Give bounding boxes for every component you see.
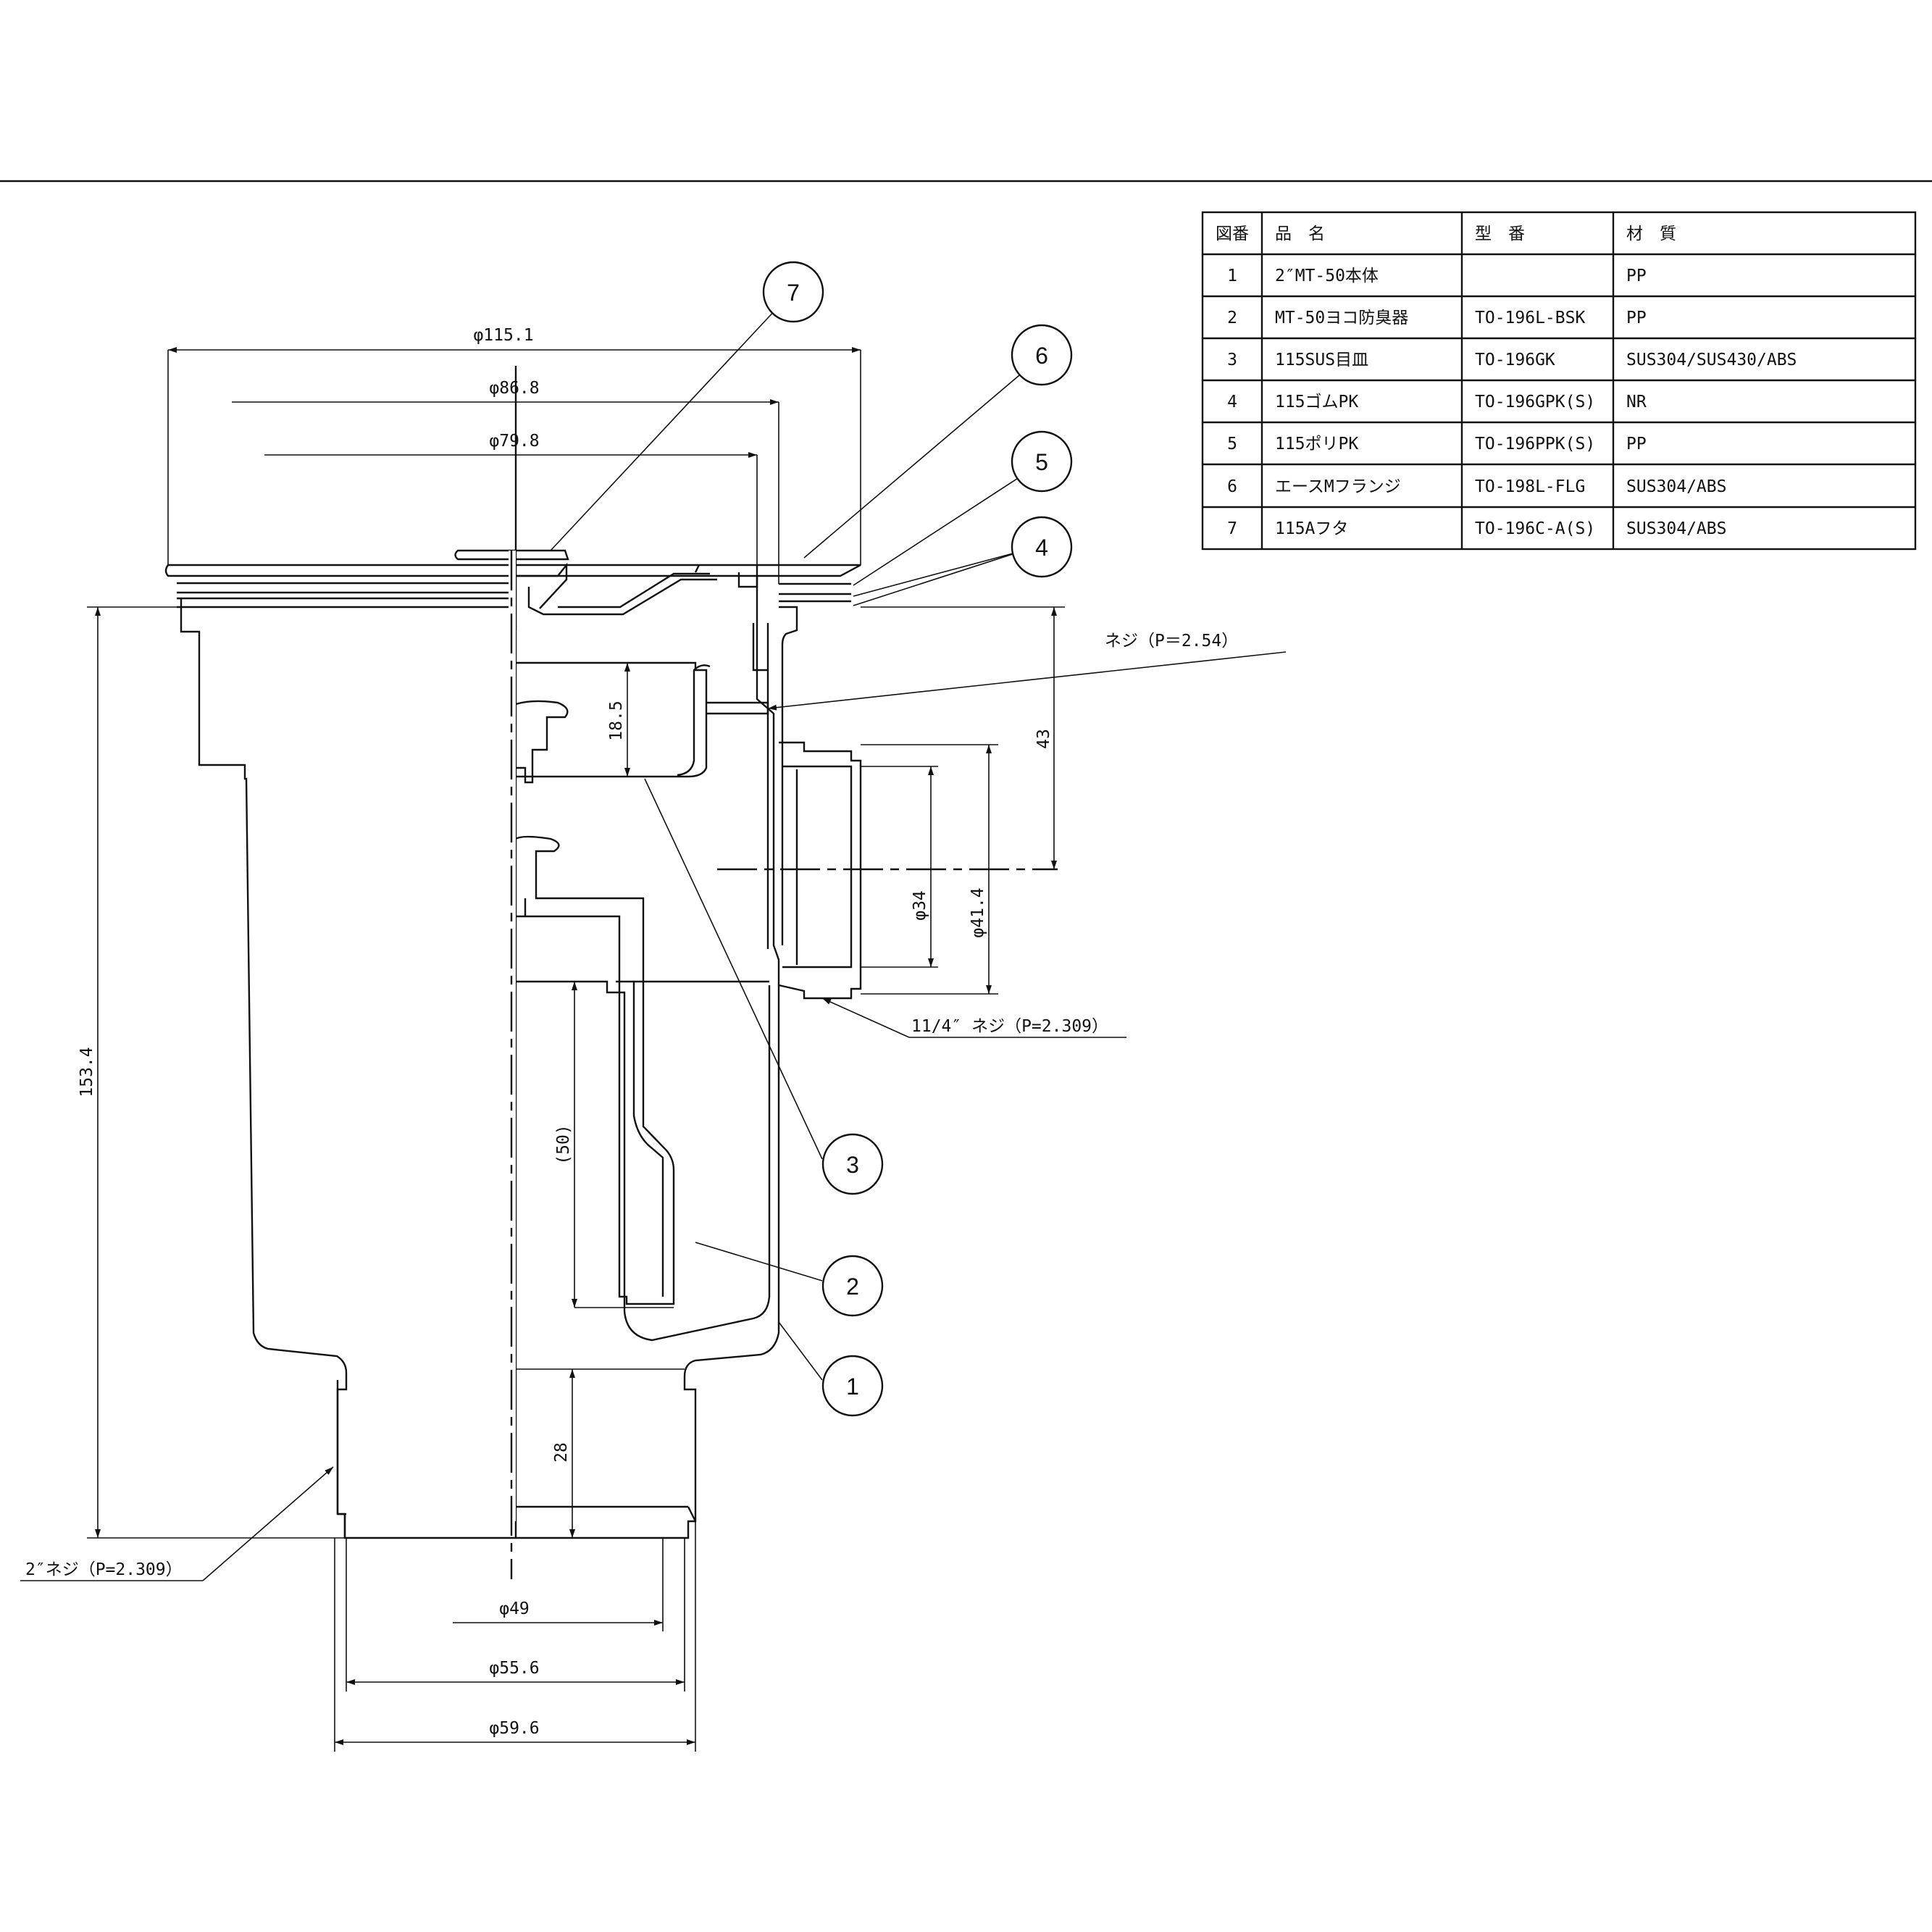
dim-d41: φ41.4 <box>969 887 987 937</box>
bottom-spigot <box>336 1380 697 1538</box>
balloon-label: 6 <box>1035 343 1048 369</box>
dim-h28: 28 <box>552 1442 571 1463</box>
balloon-4: 4 <box>1011 516 1073 578</box>
lid-hook <box>516 562 568 609</box>
drain-trap-section <box>164 366 1058 1579</box>
table-cell-no: 2 <box>1227 309 1237 327</box>
table-cell-model: TO-196L-BSK <box>1475 309 1585 327</box>
note-thread-bottom: 2″ネジ（P=2.309） <box>25 1560 183 1579</box>
table-row: 6 エースMフランジ TO-198L-FLG SUS304/ABS <box>1227 477 1726 496</box>
table-cell-model: TO-196GPK(S) <box>1475 393 1595 411</box>
dim-d55: φ55.6 <box>489 1659 539 1678</box>
trap-seal <box>515 700 569 784</box>
dim-d86: φ86.8 <box>489 379 539 398</box>
table-cell-material: PP <box>1626 309 1647 327</box>
balloon-3: 3 <box>821 1133 884 1195</box>
dim-d49: φ49 <box>499 1599 530 1618</box>
lid-inner <box>514 564 758 630</box>
dim-h18: 18.5 <box>607 701 626 740</box>
table-cell-no: 7 <box>1227 519 1237 538</box>
body-outline-left <box>180 366 517 1539</box>
dim-h43: 43 <box>1034 729 1053 749</box>
balloon-5: 5 <box>1011 430 1073 493</box>
table-cell-no: 4 <box>1227 393 1237 411</box>
table-header-model: 型 番 <box>1475 225 1525 243</box>
table-cell-material: SUS304/ABS <box>1626 519 1726 538</box>
balloon-label: 3 <box>846 1152 859 1178</box>
dim-h50: (50) <box>554 1124 573 1164</box>
table-cell-material: PP <box>1626 435 1647 453</box>
balloon-label: 5 <box>1035 449 1048 475</box>
table-row: 4 115ゴムPK TO-196GPK(S) NR <box>1227 393 1647 411</box>
body-outline-right <box>516 576 798 1539</box>
table-cell-name: エースMフランジ <box>1275 477 1401 496</box>
parts-table: 図番 品 名 型 番 材 質 1 2″MT-50本体 PP 2 MT-50ヨコ防… <box>1201 211 1917 551</box>
thread-notes: ネジ（P＝2.54） 11/4″ ネジ（P=2.309） 2″ネジ（P=2.30… <box>20 632 1287 1581</box>
table-header-material: 材 質 <box>1626 225 1676 243</box>
balloon-label: 7 <box>787 280 800 306</box>
table-header-no: 図番 <box>1216 225 1249 243</box>
balloon-7: 7 <box>762 261 824 323</box>
table-cell-material: NR <box>1626 393 1647 411</box>
table-cell-no: 1 <box>1227 267 1237 285</box>
balloon-leaders <box>550 307 1024 1381</box>
strainer-detail <box>752 623 769 949</box>
table-cell-material: SUS304/ABS <box>1626 477 1726 496</box>
cover-top <box>164 564 861 577</box>
table-row: 2 MT-50ヨコ防臭器 TO-196L-BSK PP <box>1227 309 1647 327</box>
dim-d79: φ79.8 <box>489 432 539 451</box>
dim-d34: φ34 <box>911 890 929 921</box>
dim-d115: φ115.1 <box>473 326 533 345</box>
table-cell-name: 115SUS目皿 <box>1275 351 1368 369</box>
side-outlet <box>778 741 862 1000</box>
table-cell-name: 115ポリPK <box>1275 435 1358 453</box>
table-cell-name: 2″MT-50本体 <box>1275 267 1379 285</box>
table-cell-model: TO-196PPK(S) <box>1475 435 1595 453</box>
dim-h153: 153.4 <box>78 1047 96 1097</box>
table-cell-model: TO-196GK <box>1475 351 1555 369</box>
table-cell-model: TO-196C-A(S) <box>1475 519 1595 538</box>
table-row: 7 115Aフタ TO-196C-A(S) SUS304/ABS <box>1227 519 1726 538</box>
note-thread-top: ネジ（P＝2.54） <box>1105 632 1238 651</box>
cover-handle <box>454 549 569 561</box>
table-cell-model: TO-198L-FLG <box>1475 477 1585 496</box>
note-thread-side: 11/4″ ネジ（P=2.309） <box>911 1017 1108 1036</box>
balloon-2: 2 <box>821 1255 884 1317</box>
balloon-1: 1 <box>821 1355 884 1417</box>
table-cell-no: 5 <box>1227 435 1237 453</box>
balloon-label: 2 <box>846 1274 859 1300</box>
flange-rings <box>177 582 851 609</box>
table-cell-name: MT-50ヨコ防臭器 <box>1275 309 1408 327</box>
dimensions: φ115.1 φ86.8 φ79.8 153.4 18.5 43 φ34 φ41… <box>78 326 1065 1752</box>
trap-inner <box>515 835 771 1342</box>
table-cell-name: 115Aフタ <box>1275 519 1348 538</box>
table-cell-material: SUS304/SUS430/ABS <box>1626 351 1797 369</box>
table-cell-no: 6 <box>1227 477 1237 496</box>
table-row: 1 2″MT-50本体 PP <box>1227 267 1647 285</box>
table-row: 5 115ポリPK TO-196PPK(S) PP <box>1227 435 1647 453</box>
strainer-basket <box>516 661 769 778</box>
table-header-name: 品 名 <box>1275 225 1325 243</box>
table-cell-name: 115ゴムPK <box>1275 393 1358 411</box>
balloon-6: 6 <box>1011 324 1073 386</box>
table-row: 3 115SUS目皿 TO-196GK SUS304/SUS430/ABS <box>1227 351 1797 369</box>
dim-d59: φ59.6 <box>489 1719 539 1738</box>
table-cell-no: 3 <box>1227 351 1237 369</box>
table-cell-material: PP <box>1626 267 1647 285</box>
balloon-label: 1 <box>846 1373 859 1400</box>
balloon-label: 4 <box>1035 535 1048 561</box>
